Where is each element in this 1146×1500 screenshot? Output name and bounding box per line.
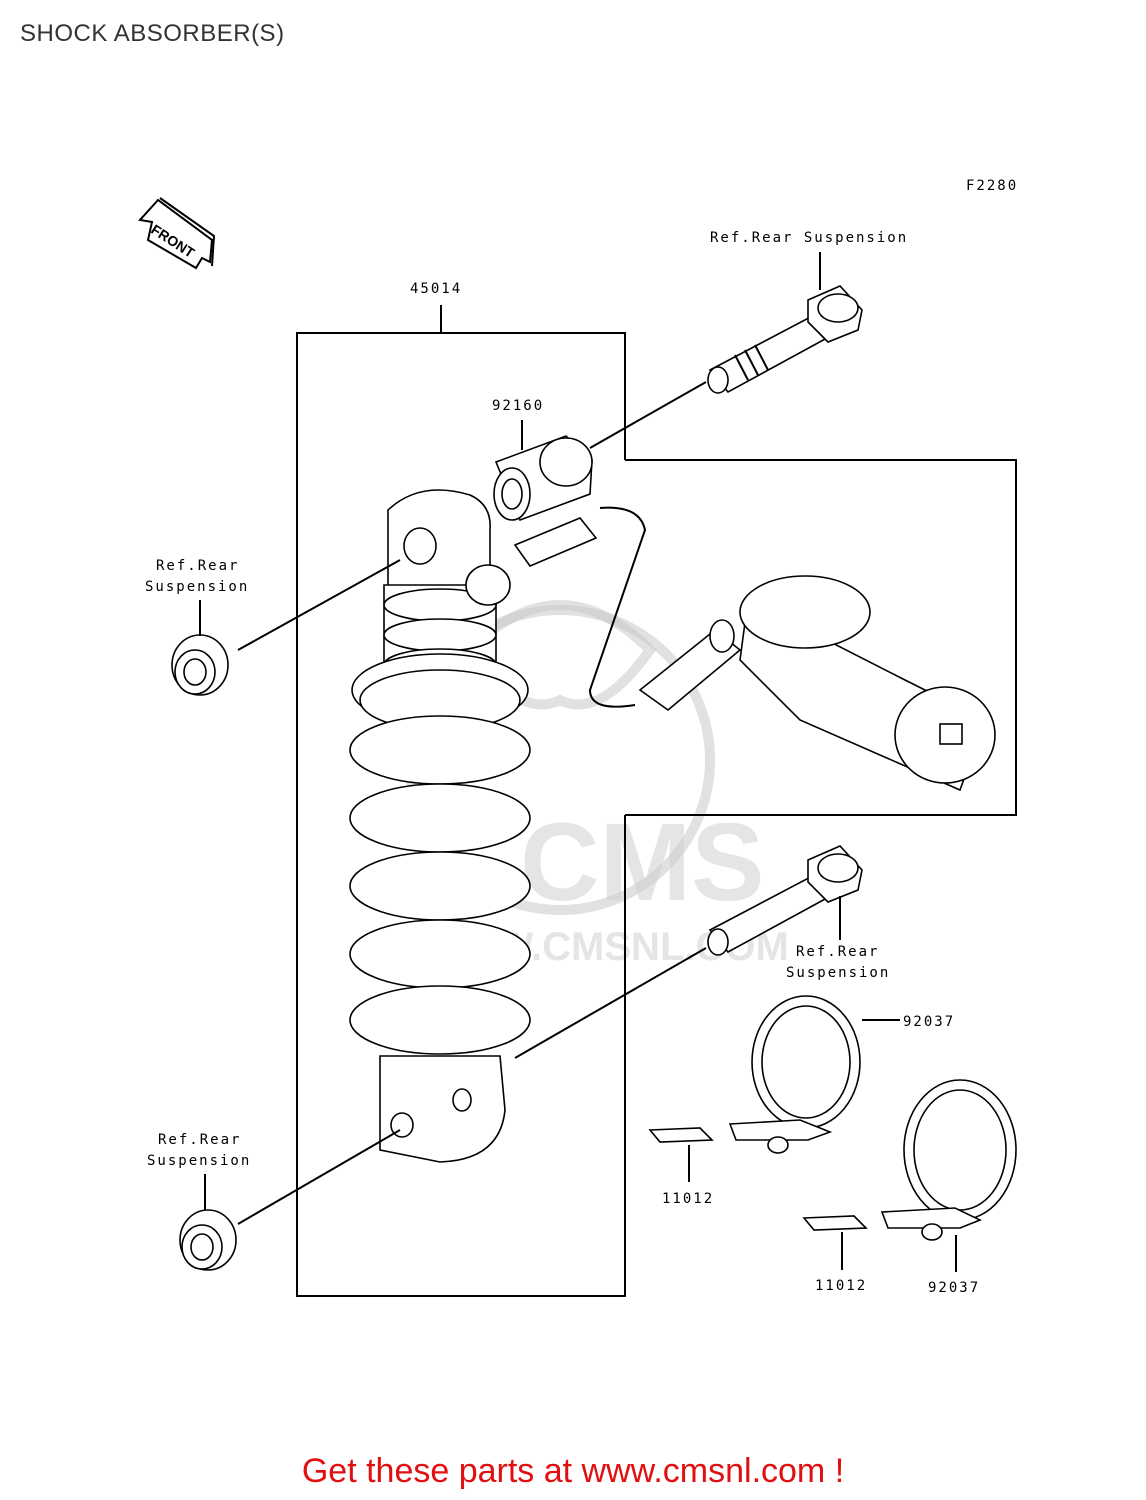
label-ref-left-lower-1: Ref.Rear: [158, 1132, 241, 1148]
label-92037-upper: 92037: [903, 1014, 955, 1030]
label-ref-mid-right-1: Ref.Rear: [796, 944, 879, 960]
assembly-bracket: [296, 305, 1017, 1297]
label-92037-lower: 92037: [928, 1280, 980, 1296]
lower-bolt: [707, 845, 863, 956]
pad-left: [648, 1127, 714, 1143]
clamp-lower: [880, 1079, 1017, 1241]
shock-absorber: [349, 489, 531, 1163]
label-ref-left-upper-1: Ref.Rear: [156, 558, 239, 574]
bushing-92160: [493, 435, 593, 522]
collar-nut-upper: [171, 634, 229, 696]
clamp-upper: [728, 995, 861, 1154]
label-ref-left-lower-2: Suspension: [147, 1153, 251, 1169]
label-11012-right: 11012: [815, 1278, 867, 1294]
label-ref-top-right: Ref.Rear Suspension: [710, 230, 908, 246]
figure-code: F2280: [966, 178, 1018, 194]
label-ref-mid-right-2: Suspension: [786, 965, 890, 981]
remote-reservoir: [638, 575, 996, 792]
front-arrow-icon: FRONT: [138, 197, 216, 270]
promo-link[interactable]: Get these parts at www.cmsnl.com !: [301, 1452, 845, 1490]
label-11012-left: 11012: [662, 1191, 714, 1207]
top-bolt: [707, 285, 863, 394]
label-ref-left-upper-2: Suspension: [145, 579, 249, 595]
label-45014: 45014: [410, 281, 462, 297]
page-title: SHOCK ABSORBER(S): [20, 20, 285, 47]
pad-right: [802, 1215, 868, 1231]
label-92160: 92160: [492, 398, 544, 414]
collar-nut-lower: [179, 1209, 237, 1271]
watermark-logo: CMS: [520, 801, 764, 924]
